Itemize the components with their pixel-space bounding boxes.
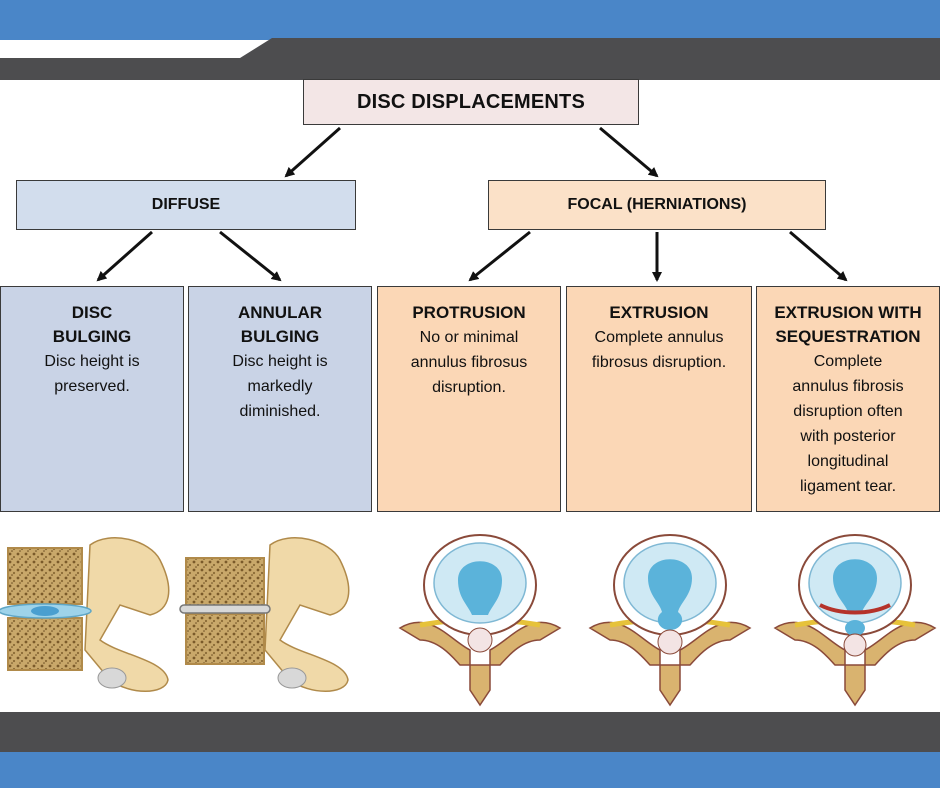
arrow-focal-to-sequestration: [789, 230, 848, 282]
category-name-line1: EXTRUSION WITH: [774, 303, 922, 322]
spine-lateral-annular-bulging-icon: [179, 537, 350, 692]
category-desc-line: annulus fibrosus: [410, 354, 528, 371]
category-name-line1: PROTRUSION: [412, 303, 526, 322]
category-disc-bulging: DISC BULGING Disc height is preserved.: [0, 286, 184, 512]
vertebra-axial-sequestration-icon: [773, 534, 937, 707]
diffuse-group-box: DIFFUSE: [16, 180, 356, 230]
category-protrusion: PROTRUSION No or minimal annulus fibrosu…: [377, 286, 561, 512]
category-name-line1: ANNULAR: [237, 303, 323, 322]
category-desc-line: preserved.: [54, 378, 130, 395]
category-extrusion-sequestration: EXTRUSION WITH SEQUESTRATION Complete an…: [756, 286, 940, 512]
vertebra-axial-protrusion-icon: [398, 534, 562, 707]
category-desc-line: Complete: [813, 353, 883, 370]
diagram-title-text: DISC DISPLACEMENTS: [356, 90, 586, 113]
focal-group-box: FOCAL (HERNIATIONS): [488, 180, 826, 230]
diffuse-group-label: DIFFUSE: [151, 196, 221, 213]
category-desc-line: Disc height is: [44, 353, 140, 370]
category-name-line1: DISC: [71, 303, 113, 322]
category-extrusion: EXTRUSION Complete annulus fibrosus disr…: [566, 286, 752, 512]
spine-lateral-disc-bulging-icon: [0, 537, 170, 692]
category-name-line2: BULGING: [52, 327, 132, 346]
category-desc-line: diminished.: [239, 403, 321, 420]
category-desc-line: disruption often: [793, 403, 903, 420]
focal-group-label: FOCAL (HERNIATIONS): [567, 196, 747, 213]
arrow-title-to-diffuse: [284, 126, 341, 178]
arrow-diffuse-to-annular-bulging: [219, 230, 282, 282]
arrow-title-to-focal: [599, 126, 659, 178]
category-desc-line: disruption.: [432, 379, 506, 396]
bottom-gray-band: [0, 712, 940, 752]
category-desc-line: Complete annulus: [594, 329, 724, 346]
category-annular-bulging: ANNULAR BULGING Disc height is markedly …: [188, 286, 372, 512]
category-desc-line: No or minimal: [419, 329, 519, 346]
category-name-line2: BULGING: [240, 327, 320, 346]
arrow-focal-to-protrusion: [468, 230, 531, 282]
top-blue-band: [0, 0, 940, 40]
top-gray-band: [0, 38, 940, 80]
category-desc-line: fibrosus disruption.: [591, 354, 727, 371]
arrow-diffuse-to-disc-bulging: [96, 230, 153, 282]
category-name-line1: EXTRUSION: [609, 303, 709, 322]
diagram-title: DISC DISPLACEMENTS: [303, 79, 639, 125]
category-desc-line: markedly: [247, 378, 313, 395]
category-desc-line: with posterior: [800, 428, 896, 445]
vertebra-axial-extrusion-icon: [588, 534, 752, 707]
category-desc-line: ligament tear.: [799, 478, 897, 495]
bottom-blue-band: [0, 752, 940, 788]
category-desc-line: longitudinal: [807, 453, 889, 470]
category-desc-line: annulus fibrosis: [792, 378, 904, 395]
category-desc-line: Disc height is: [232, 353, 328, 370]
category-name-line2: SEQUESTRATION: [775, 327, 921, 346]
